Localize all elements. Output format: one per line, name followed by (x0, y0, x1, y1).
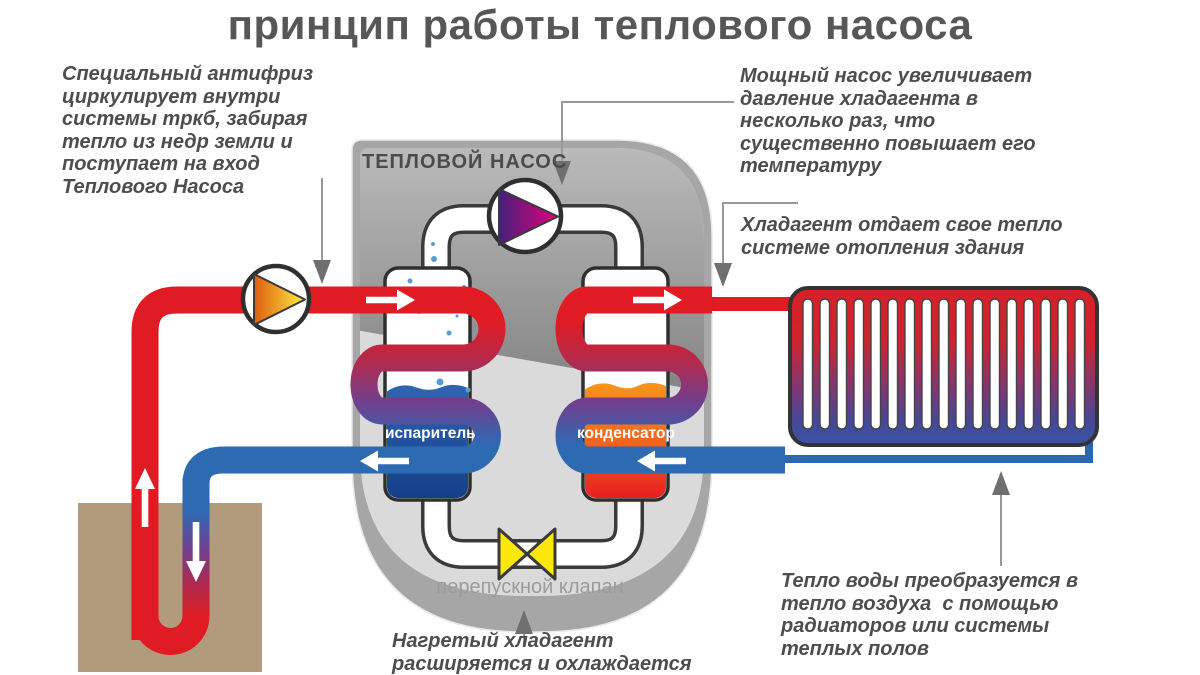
condenser-label: конденсатор (577, 425, 675, 442)
flow-arrow-left-condenser-in (637, 450, 686, 472)
evaporator-label: испаритель (385, 425, 476, 442)
expansion-valve-icon (497, 527, 557, 581)
callout-line-heat (722, 202, 798, 265)
flow-arrow-up-ground (135, 468, 155, 527)
note-expansion: Нагретый хладагент расширяется и охлажда… (392, 630, 692, 675)
flow-arrows (135, 289, 686, 582)
note-heat-transfer: Хладагент отдает свое тепло системе отоп… (741, 214, 1063, 259)
callout-lines (321, 101, 1002, 646)
valve-label: перепускной клапан (436, 576, 624, 598)
radiator (788, 286, 1099, 447)
flow-arrow-down-ground (186, 522, 206, 582)
callout-arrow-up-expansion (515, 610, 533, 634)
evaporator-coil-pipe (182, 286, 506, 500)
callout-arrow-down-compressor (553, 161, 571, 185)
callout-arrow-up-radiators (992, 471, 1010, 495)
callout-arrow-down-heat (714, 263, 732, 287)
heat-pump-unit-label: ТЕПЛОВОЙ НАСОС (362, 151, 568, 173)
condenser-coil-pipe (555, 286, 785, 474)
flow-arrow-right-condenser-out (633, 289, 682, 311)
flow-arrow-right-evaporator-in (366, 289, 415, 311)
flow-arrow-left-evaporator-out (360, 450, 409, 472)
callout-arrowheads (313, 161, 1010, 634)
page-title: принцип работы теплового насоса (227, 1, 973, 48)
circulation-pump-icon (240, 263, 312, 335)
note-antifreeze: Специальный антифриз циркулирует внутри … (62, 63, 314, 198)
compressor-pump-icon (486, 177, 564, 255)
note-compressor: Мощный насос увеличивает давление хладаг… (740, 65, 1036, 178)
callout-line-compressor (561, 101, 734, 163)
note-radiators: Тепло воды преобразуется в тепло воздуха… (781, 570, 1079, 660)
radiator-fins (802, 298, 1086, 430)
radiator-return-pipe (783, 438, 1093, 463)
callout-arrow-down-antifreeze (313, 260, 331, 284)
